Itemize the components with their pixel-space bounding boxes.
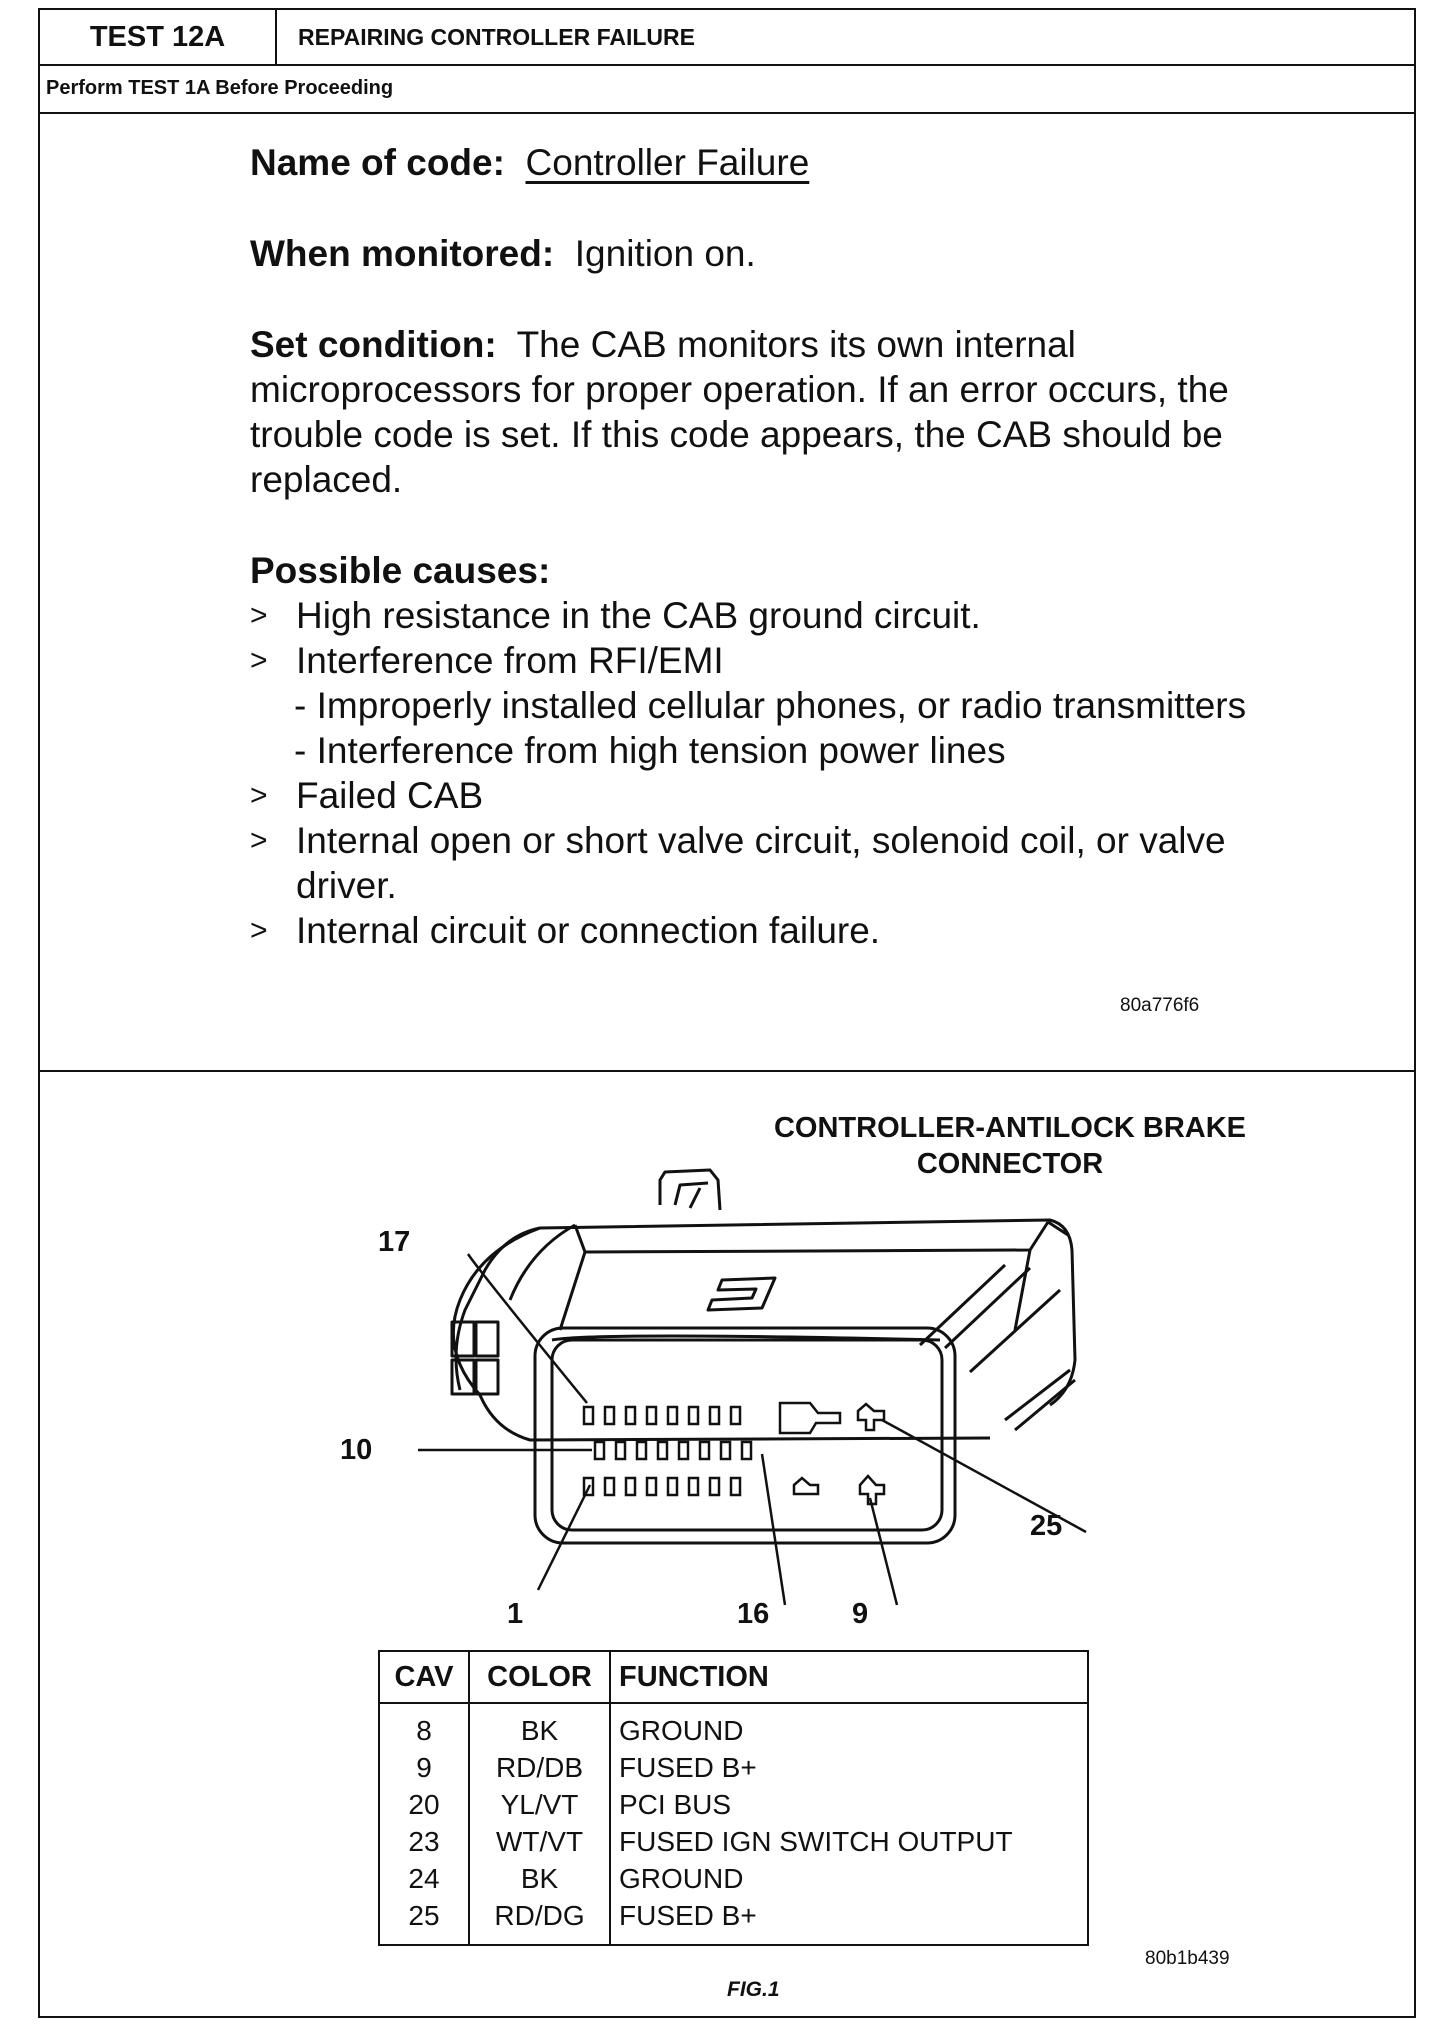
test-id: TEST 12A [40, 10, 277, 64]
test-title: REPAIRING CONTROLLER FAILURE [298, 23, 695, 50]
connector-title: CONTROLLER-ANTILOCK BRAKE CONNECTOR [773, 1112, 1246, 1180]
set-condition: Set condition: The CAB monitors its own … [250, 324, 1229, 500]
set-label: Set condition [250, 324, 485, 365]
reference-code: 80a776f6 [1120, 995, 1200, 1016]
column-header: COLOR [469, 1651, 611, 1704]
when-monitored: When monitored: Ignition on. [250, 233, 756, 274]
cause-item: >Internal circuit or connection failure. [250, 910, 881, 951]
table-header-row: CAV COLOR FUNCTION [379, 1651, 1088, 1704]
pin-cavities [582, 1401, 886, 1506]
callout-1: 1 [507, 1598, 524, 1630]
code-description: Name of code: Controller Failure When mo… [250, 140, 1250, 953]
section-divider [40, 1070, 1414, 1072]
callout-17: 17 [378, 1226, 411, 1258]
set-value: The CAB monitors its own internal microp… [250, 324, 1229, 500]
possible-causes: Possible causes: >High resistance in the… [250, 548, 1250, 953]
name-label: Name of code [250, 142, 493, 183]
monitored-label: When monitored [250, 233, 542, 274]
callout-leaders [418, 1253, 1087, 1606]
causes-list: >High resistance in the CAB ground circu… [250, 593, 1250, 953]
sheet-header: TEST 12A REPAIRING CONTROLLER FAILURE [40, 10, 1414, 66]
figure-label: FIG.1 [727, 1978, 780, 2001]
name-value: Controller Failure [525, 142, 810, 183]
callout-9: 9 [852, 1598, 869, 1630]
callout-16: 16 [737, 1598, 770, 1630]
cause-item: >Interference from RFI/EMI [250, 640, 724, 681]
monitored-value: Ignition on. [574, 233, 756, 274]
figure-reference-code: 80b1b439 [1145, 1948, 1230, 1969]
callout-25: 25 [1030, 1510, 1063, 1542]
prerequisite-note: Perform TEST 1A Before Proceeding [40, 64, 1414, 114]
test-sheet: TEST 12A REPAIRING CONTROLLER FAILURE Pe… [38, 8, 1416, 2018]
cause-item: >Failed CAB [250, 775, 484, 816]
sub-cause-item: - Interference from high tension power l… [294, 730, 1006, 771]
name-of-code: Name of code: Controller Failure [250, 142, 810, 183]
callout-10: 10 [340, 1434, 373, 1466]
column-header: FUNCTION [610, 1651, 1088, 1704]
cause-item: >High resistance in the CAB ground circu… [250, 595, 981, 636]
cause-item: >Internal open or short valve circuit, s… [250, 820, 1226, 906]
connector-illustration [418, 1168, 1087, 1606]
column-header: CAV [379, 1651, 470, 1704]
causes-label: Possible causes: [250, 550, 551, 591]
sub-cause-item: - Improperly installed cellular phones, … [294, 685, 1247, 726]
